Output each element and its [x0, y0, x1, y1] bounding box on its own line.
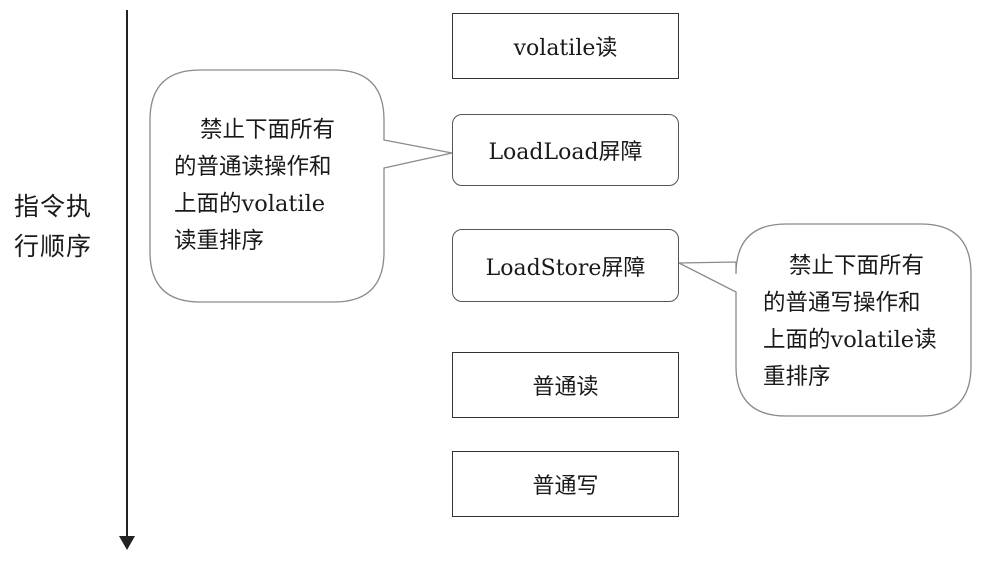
callout-right-line1: 禁止下面所有 [789, 253, 925, 279]
callout-left-line1: 禁止下面所有 [200, 117, 336, 143]
callout-right-line3: 上面的volatile读 [763, 327, 937, 353]
box-volatile-read: volatile读 [452, 13, 679, 79]
callout-right-text: 禁止下面所有 的普通写操作和 上面的volatile读 重排序 [763, 248, 963, 396]
callout-right-line4: 重排序 [763, 364, 831, 390]
execution-order-arrow-head [119, 536, 135, 550]
box-loadstore-barrier: LoadStore屏障 [452, 229, 679, 302]
callout-left-line2: 的普通读操作和 [174, 154, 332, 180]
execution-order-label-line1: 指令执 [14, 192, 93, 221]
box-volatile-read-label: volatile读 [513, 36, 618, 61]
box-loadstore-barrier-label: LoadStore屏障 [485, 255, 646, 281]
box-loadload-barrier: LoadLoad屏障 [452, 114, 679, 186]
execution-order-label-line2: 行顺序 [14, 232, 93, 261]
callout-left-text: 禁止下面所有 的普通读操作和 上面的volatile 读重排序 [174, 112, 369, 260]
box-loadload-barrier-label: LoadLoad屏障 [488, 140, 643, 165]
box-normal-read-label: 普通读 [532, 375, 599, 400]
callout-right-line2: 的普通写操作和 [763, 290, 921, 316]
execution-order-label: 指令执 行顺序 [14, 187, 112, 267]
callout-left-bubble [149, 69, 453, 303]
callout-left-line3: 上面的volatile [174, 191, 326, 217]
callout-left-line4: 读重排序 [174, 228, 265, 254]
box-normal-write-label: 普通写 [532, 474, 599, 499]
execution-order-arrow-shaft [126, 10, 128, 540]
box-normal-read: 普通读 [452, 352, 679, 418]
box-normal-write: 普通写 [452, 451, 679, 517]
callout-right-bubble [678, 223, 972, 417]
